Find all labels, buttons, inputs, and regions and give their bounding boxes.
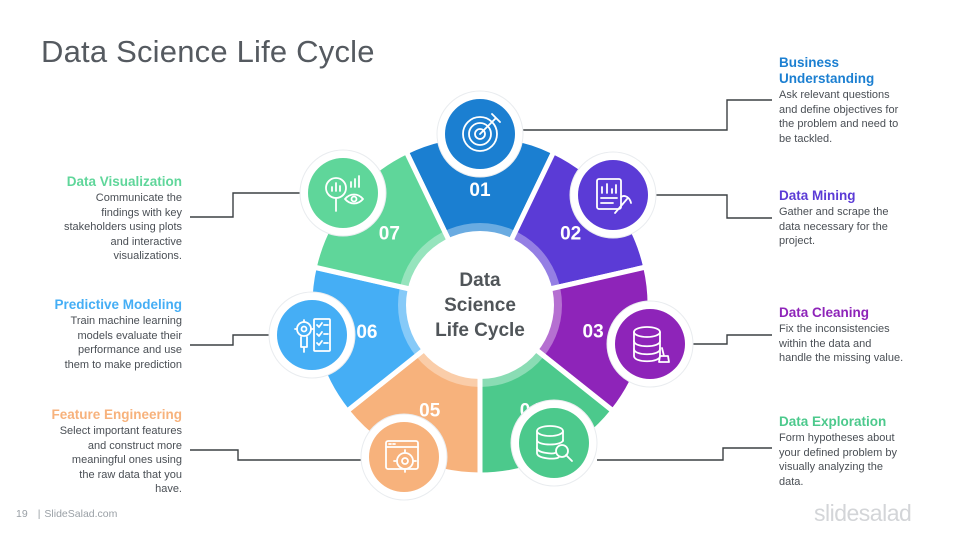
- segment-number-01: 01: [469, 180, 491, 201]
- gear-checklist-icon: [268, 291, 356, 379]
- footer-site: SlideSalad.com: [44, 508, 118, 520]
- step-02-label: Data Mining Gather and scrape the data n…: [779, 188, 929, 249]
- segment-number-07: 07: [379, 224, 400, 245]
- step-04-heading: Data Exploration: [779, 414, 887, 429]
- step-03-heading: Data Cleaning: [779, 305, 870, 320]
- step-07-heading: Data Visualization: [66, 174, 182, 189]
- step-01-label: Business Understanding Ask relevant ques…: [779, 55, 929, 146]
- connector-01: [522, 99, 772, 131]
- center-text-2: Science: [444, 295, 516, 316]
- step-01-heading: Business Understanding: [779, 55, 875, 86]
- center-text-3: Life Cycle: [435, 320, 525, 341]
- connector-03: [693, 334, 772, 345]
- step-06-label: Predictive Modeling Train machine learni…: [30, 297, 182, 372]
- brand-logo: slidesalad: [814, 500, 912, 526]
- connector-05: [190, 449, 362, 461]
- step-05-heading: Feature Engineering: [51, 407, 182, 422]
- target-icon: [436, 90, 524, 178]
- segment-number-03: 03: [583, 322, 604, 343]
- connector-02: [656, 194, 772, 219]
- mining-report-icon: [569, 151, 657, 239]
- segment-number-02: 02: [560, 224, 581, 245]
- step-02-heading: Data Mining: [779, 188, 856, 203]
- step-05-label: Feature Engineering Select important fea…: [22, 407, 182, 497]
- segment-number-05: 05: [419, 401, 441, 422]
- step-04-label: Data Exploration Form hypotheses about y…: [779, 414, 929, 489]
- footer: 19|SlideSalad.com: [16, 508, 118, 520]
- settings-window-icon: [360, 413, 448, 501]
- connector-04: [597, 447, 772, 461]
- step-06-heading: Predictive Modeling: [54, 297, 182, 312]
- center-circle: [406, 231, 554, 379]
- step-03-label: Data Cleaning Fix the inconsistencies wi…: [779, 305, 939, 366]
- segment-number-06: 06: [356, 322, 377, 343]
- magnifier-chart-icon: [299, 149, 387, 237]
- page-title: Data Science Life Cycle: [41, 34, 375, 69]
- center-text-1: Data: [459, 270, 501, 291]
- step-07-label: Data Visualization Communicate the findi…: [30, 174, 182, 264]
- page-number: 19: [16, 508, 28, 520]
- connector-06: [190, 334, 270, 346]
- connector-07: [190, 192, 300, 218]
- database-search-icon: [510, 399, 598, 487]
- database-clean-icon: [606, 300, 694, 388]
